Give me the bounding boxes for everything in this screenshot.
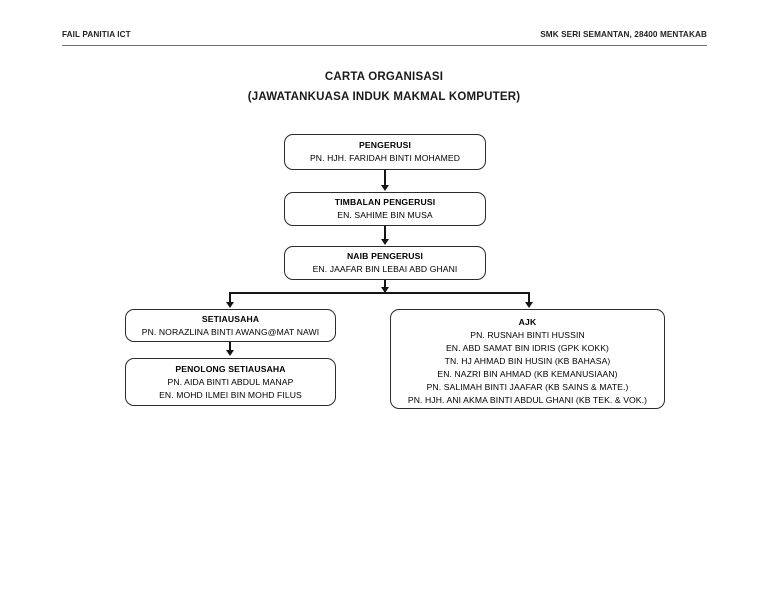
node-ajk-person-2: EN. ABD SAMAT BIN IDRIS (GPK KOKK): [445, 343, 610, 353]
arrowhead-split: [381, 287, 389, 293]
connector-pengerusi-to-timbalan: [384, 170, 386, 186]
header-right-text: SMK SERI SEMANTAN, 28400 MENTAKAB: [540, 30, 707, 39]
arrowhead-timbalan: [381, 185, 389, 191]
node-pengerusi[interactable]: PENGERUSI PN. HJH. FARIDAH BINTI MOHAMED: [284, 134, 486, 170]
header-left-text: FAIL PANITIA ICT: [62, 30, 131, 39]
arrowhead-setiausaha: [226, 302, 234, 308]
arrowhead-naib: [381, 239, 389, 245]
node-penolong-setiausaha-person-2: EN. MOHD ILMEI BIN MOHD FILUS: [159, 389, 302, 400]
node-timbalan-pengerusi-person-1: EN. SAHIME BIN MUSA: [337, 210, 433, 220]
node-timbalan-pengerusi-role: TIMBALAN PENGERUSI: [334, 197, 436, 207]
node-pengerusi-person-1: PN. HJH. FARIDAH BINTI MOHAMED: [309, 153, 461, 163]
node-naib-pengerusi-person-1: EN. JAAFAR BIN LEBAI ABD GHANI: [312, 264, 458, 274]
node-penolong-setiausaha-person-1: PN. AIDA BINTI ABDUL MANAP: [167, 376, 294, 387]
node-ajk-person-3: TN. HJ AHMAD BIN HUSIN (KB BAHASA): [444, 356, 611, 366]
connector-timbalan-to-naib: [384, 226, 386, 239]
connector-split-to-setiausaha: [229, 292, 231, 304]
connector-split-bar: [229, 292, 530, 294]
chart-title-line-1: CARTA ORGANISASI: [324, 71, 444, 83]
chart-title: CARTA ORGANISASI (JAWATANKUASA INDUK MAK…: [0, 67, 768, 107]
node-setiausaha[interactable]: SETIAUSAHA PN. NORAZLINA BINTI AWANG@MAT…: [125, 309, 336, 342]
node-setiausaha-person-1: PN. NORAZLINA BINTI AWANG@MAT NAWI: [141, 326, 320, 337]
node-penolong-setiausaha[interactable]: PENOLONG SETIAUSAHA PN. AIDA BINTI ABDUL…: [125, 358, 336, 406]
node-pengerusi-role: PENGERUSI: [359, 140, 411, 150]
node-naib-pengerusi[interactable]: NAIB PENGERUSI EN. JAAFAR BIN LEBAI ABD …: [284, 246, 486, 280]
node-ajk-person-5: PN. SALIMAH BINTI JAAFAR (KB SAINS & MAT…: [426, 382, 629, 392]
node-naib-pengerusi-role: NAIB PENGERUSI: [346, 251, 424, 261]
node-setiausaha-role: SETIAUSAHA: [201, 313, 260, 324]
arrowhead-ajk: [525, 302, 533, 308]
node-timbalan-pengerusi[interactable]: TIMBALAN PENGERUSI EN. SAHIME BIN MUSA: [284, 192, 486, 226]
connector-split-to-ajk: [528, 292, 530, 304]
chart-title-line-2: (JAWATANKUASA INDUK MAKMAL KOMPUTER): [247, 91, 521, 103]
node-ajk-person-1: PN. RUSNAH BINTI HUSSIN: [470, 330, 585, 340]
node-ajk-person-4: EN. NAZRI BIN AHMAD (KB KEMANUSIAAN): [437, 369, 618, 379]
node-ajk-role: AJK: [518, 317, 537, 327]
connector-setiausaha-to-penolong: [229, 342, 231, 352]
node-ajk[interactable]: AJK PN. RUSNAH BINTI HUSSIN EN. ABD SAMA…: [390, 309, 665, 409]
header-divider: [62, 45, 707, 46]
node-penolong-setiausaha-role: PENOLONG SETIAUSAHA: [175, 363, 286, 374]
connector-naib-to-split: [384, 280, 386, 292]
arrowhead-penolong-setiausaha: [226, 350, 234, 356]
node-ajk-person-6: PN. HJH. ANI AKMA BINTI ABDUL GHANI (KB …: [407, 395, 648, 405]
page-header: FAIL PANITIA ICT SMK SERI SEMANTAN, 2840…: [62, 30, 707, 48]
